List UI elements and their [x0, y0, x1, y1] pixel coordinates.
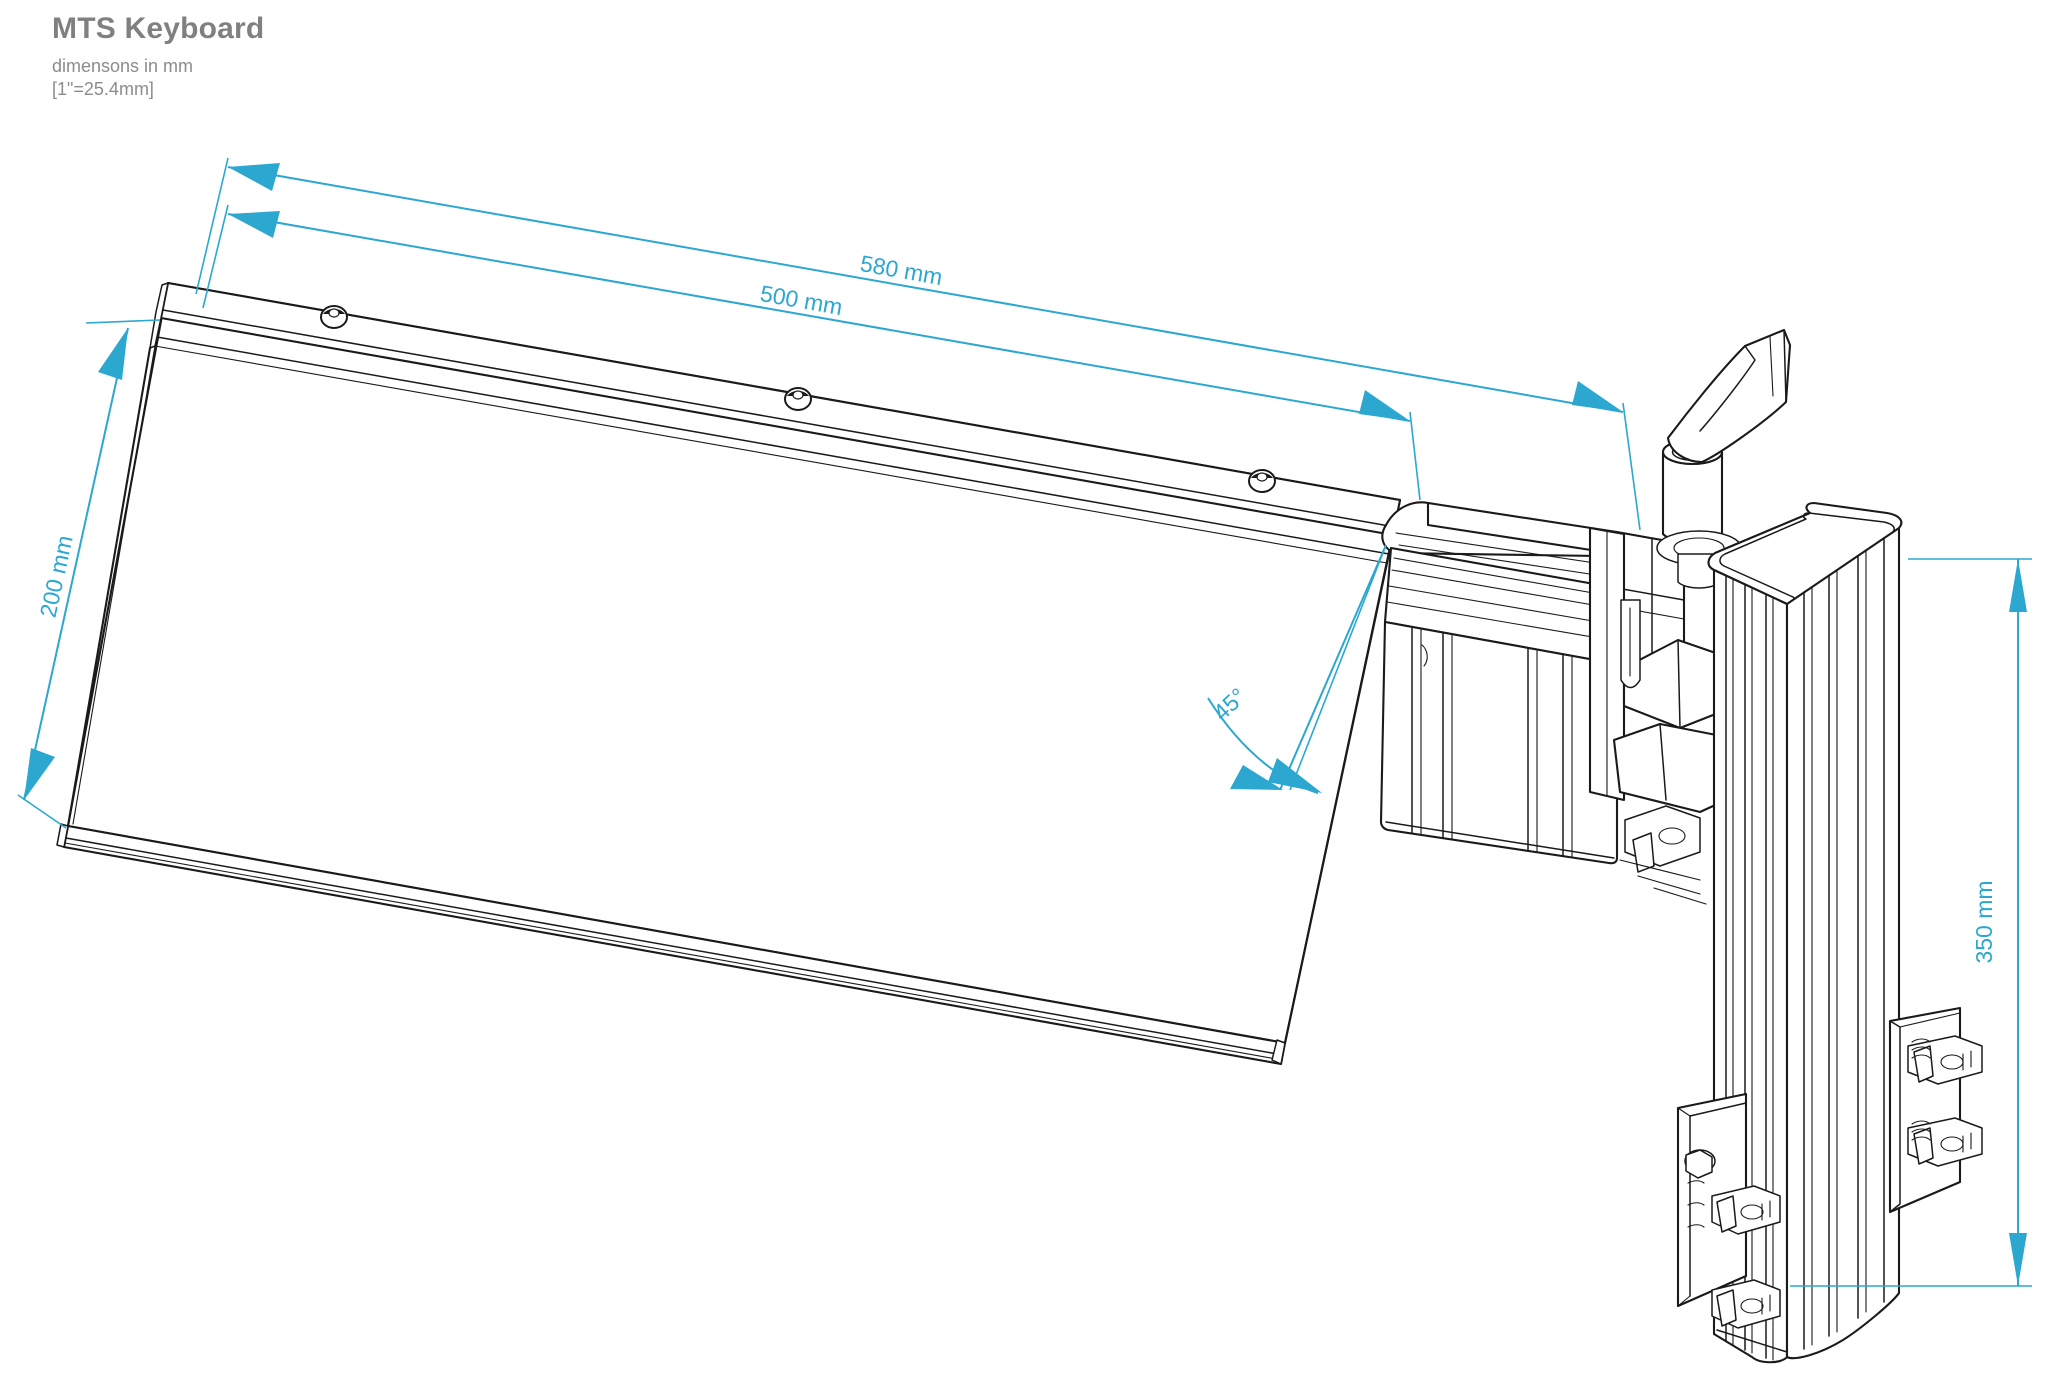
clamp-lever-handle[interactable]	[1666, 328, 1792, 464]
title-block: MTS Keyboard dimensons in mm [1"=25.4mm]	[52, 12, 264, 101]
t-slot-clamp	[1907, 1117, 1983, 1167]
subtitle-conversion: [1"=25.4mm]	[52, 79, 154, 100]
dimension-label-200mm: 200 mm	[35, 533, 78, 620]
tray-screw-hole	[320, 305, 348, 329]
keyboard-tray	[56, 281, 1402, 1066]
dimension-350mm: 350 mm	[1790, 558, 2032, 1287]
dimension-label-350mm: 350 mm	[1971, 880, 1997, 963]
page-title: MTS Keyboard	[52, 12, 265, 45]
t-slot-clamp	[1711, 1185, 1781, 1235]
tray-screw-hole	[784, 387, 812, 411]
left-bracket-plate	[1676, 1092, 1781, 1329]
subtitle-units: dimensons in mm	[52, 56, 194, 76]
bracket-hinge	[1684, 1149, 1716, 1228]
t-slot-clamp	[1711, 1279, 1781, 1329]
right-bracket-plate	[1888, 1006, 1983, 1214]
tray-screw-hole	[1248, 469, 1276, 493]
rear-panel	[1379, 620, 1619, 865]
dimension-label-580mm: 580 mm	[858, 250, 944, 290]
t-slot-clamp	[1907, 1035, 1983, 1085]
